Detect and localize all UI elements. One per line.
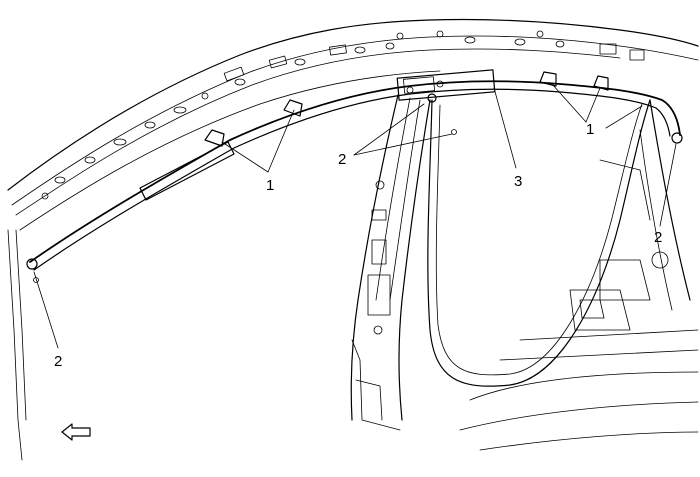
callout-2-left: 2: [54, 353, 62, 370]
bolts: [26, 93, 683, 283]
rear-door-opening: [427, 99, 651, 387]
b-pillar: [350, 94, 431, 431]
callout-labels: 1 1 2 2 2 3: [54, 121, 662, 370]
callout-2-right: 2: [654, 229, 662, 246]
rear-quarter-structure: [459, 99, 699, 451]
callout-2-center: 2: [338, 151, 346, 168]
callout-1-right: 1: [586, 121, 594, 138]
rail-stamped-holes: [41, 30, 645, 200]
roof-rail-structure: [7, 18, 699, 461]
arrow-left-icon: [61, 423, 91, 441]
fastener-clips: [204, 71, 609, 147]
leader-lines: [33, 83, 677, 349]
callout-3: 3: [514, 173, 522, 190]
side-curtain-airbag: [29, 69, 681, 271]
callout-1-left: 1: [266, 177, 274, 194]
